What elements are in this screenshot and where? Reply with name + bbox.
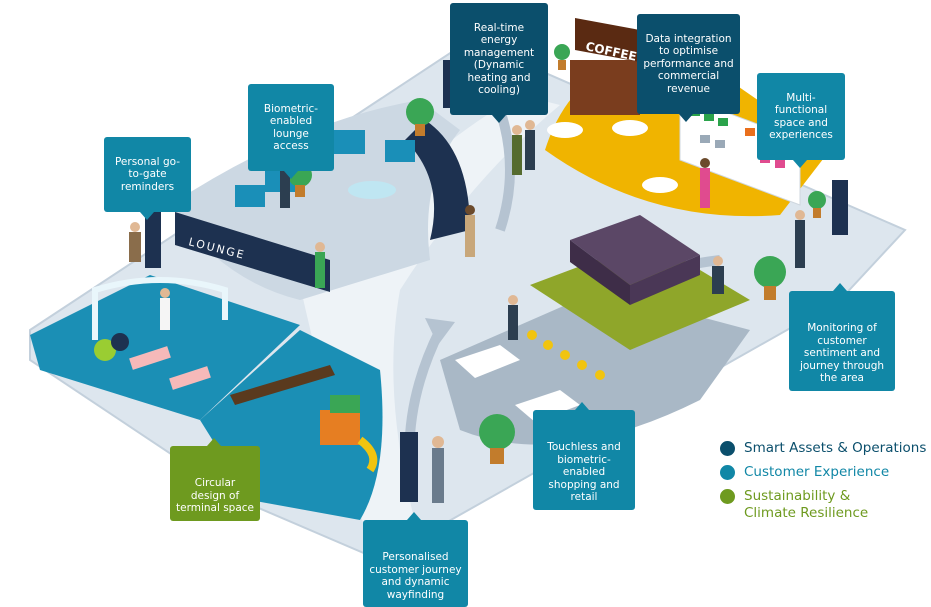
lounge-desk bbox=[175, 212, 330, 292]
callout-go-to-gate-label: Personal go-to-gate reminders bbox=[114, 155, 181, 193]
legend-dot-smart bbox=[720, 441, 735, 456]
coffee-kiosk bbox=[570, 60, 640, 115]
playground bbox=[320, 395, 378, 473]
traveller-figure bbox=[512, 125, 522, 175]
callout-tail bbox=[284, 171, 298, 179]
potted-plant bbox=[808, 191, 826, 218]
callout-circular-design: Circular design of terminal space bbox=[170, 438, 260, 521]
info-kiosk bbox=[400, 432, 418, 502]
callout-tail bbox=[140, 211, 154, 220]
potted-plant bbox=[754, 256, 786, 300]
callout-tail bbox=[833, 283, 847, 291]
callout-circular-design-label: Circular design of terminal space bbox=[176, 477, 255, 514]
callout-go-to-gate: Personal go-to-gate reminders bbox=[104, 137, 191, 220]
callout-data-integration-label: Data integration to optimise performance… bbox=[643, 32, 734, 95]
lounge-wall bbox=[405, 120, 470, 240]
callout-energy-management: Real-time energy management (Dynamic hea… bbox=[450, 3, 548, 123]
cafe-table bbox=[642, 177, 678, 193]
shop-canopy bbox=[570, 215, 700, 285]
traveller-figure bbox=[525, 120, 535, 170]
callout-tail bbox=[207, 438, 221, 446]
yoga-ball bbox=[94, 339, 116, 361]
potted-plant bbox=[554, 44, 570, 70]
circular-flow-arrow-2 bbox=[495, 108, 515, 232]
legend-label-customer: Customer Experience bbox=[744, 464, 890, 480]
legend-dot-sustainability bbox=[720, 489, 735, 504]
callout-energy-label: Real-time energy management (Dynamic hea… bbox=[463, 21, 535, 97]
callout-multi-functional-label: Multi-functional space and experiences bbox=[769, 91, 833, 142]
traveller-figure bbox=[795, 210, 805, 268]
callout-biometric-lounge-label: Biometric-enabled lounge access bbox=[263, 102, 319, 153]
coffee-sign bbox=[575, 18, 640, 62]
traveller-figure bbox=[129, 222, 141, 262]
callout-wayfinding-label: Personalised customer journey and dynami… bbox=[369, 551, 462, 601]
yoga-mat bbox=[129, 346, 171, 370]
callout-tail bbox=[793, 160, 807, 168]
legend-item-smart: Smart Assets & Operations bbox=[720, 440, 931, 457]
cafe-table bbox=[612, 120, 648, 136]
callout-biometric-lounge: Biometric-enabled lounge access bbox=[248, 84, 334, 179]
traveller-figure bbox=[315, 242, 325, 288]
shop-canopy-front bbox=[630, 255, 700, 305]
traveller-figure bbox=[508, 295, 518, 340]
lounge-seating bbox=[235, 130, 415, 207]
legend-item-customer: Customer Experience bbox=[720, 464, 931, 481]
callout-wayfinding: Personalised customer journey and dynami… bbox=[363, 512, 468, 607]
arrow-head-1 bbox=[425, 318, 455, 345]
callout-tail bbox=[575, 402, 589, 410]
yoga-ball bbox=[111, 333, 129, 351]
retail-counter bbox=[455, 345, 520, 378]
callout-tail bbox=[679, 113, 693, 122]
traveller-figure bbox=[700, 158, 710, 208]
legend-dot-customer bbox=[720, 465, 735, 480]
info-kiosk bbox=[832, 180, 848, 235]
callout-data-integration: Data integration to optimise performance… bbox=[637, 14, 740, 122]
retail-stools bbox=[527, 330, 605, 380]
traveller-figure bbox=[432, 436, 444, 503]
retail-counter bbox=[515, 390, 580, 422]
yoga-mat bbox=[169, 366, 211, 390]
callout-touchless-label: Touchless and biometric-enabled shopping… bbox=[547, 441, 621, 503]
callout-tail bbox=[407, 512, 421, 520]
potted-plant bbox=[406, 98, 434, 136]
yoga-arch bbox=[92, 277, 228, 340]
shop-canopy-side bbox=[570, 240, 630, 305]
callout-monitoring-label: Monitoring of customer sentiment and jou… bbox=[799, 322, 885, 384]
traveller-figure bbox=[160, 288, 170, 330]
potted-plant bbox=[479, 414, 515, 464]
traveller-figure bbox=[712, 256, 724, 294]
legend-label-smart: Smart Assets & Operations bbox=[744, 440, 927, 456]
callout-monitoring: Monitoring of customer sentiment and jou… bbox=[789, 283, 895, 391]
callout-multi-functional: Multi-functional space and experiences bbox=[757, 73, 845, 168]
legend-item-sustainability: Sustainability & Climate Resilience bbox=[720, 488, 931, 522]
bar-counter bbox=[230, 365, 335, 405]
legend-label-sustainability: Sustainability & Climate Resilience bbox=[744, 488, 869, 521]
cafe-table bbox=[547, 122, 583, 138]
callout-tail bbox=[492, 115, 506, 123]
legend: Smart Assets & Operations Customer Exper… bbox=[720, 440, 931, 529]
info-kiosk bbox=[145, 210, 161, 268]
traveller-figure bbox=[465, 205, 475, 257]
callout-touchless: Touchless and biometric-enabled shopping… bbox=[533, 402, 635, 510]
